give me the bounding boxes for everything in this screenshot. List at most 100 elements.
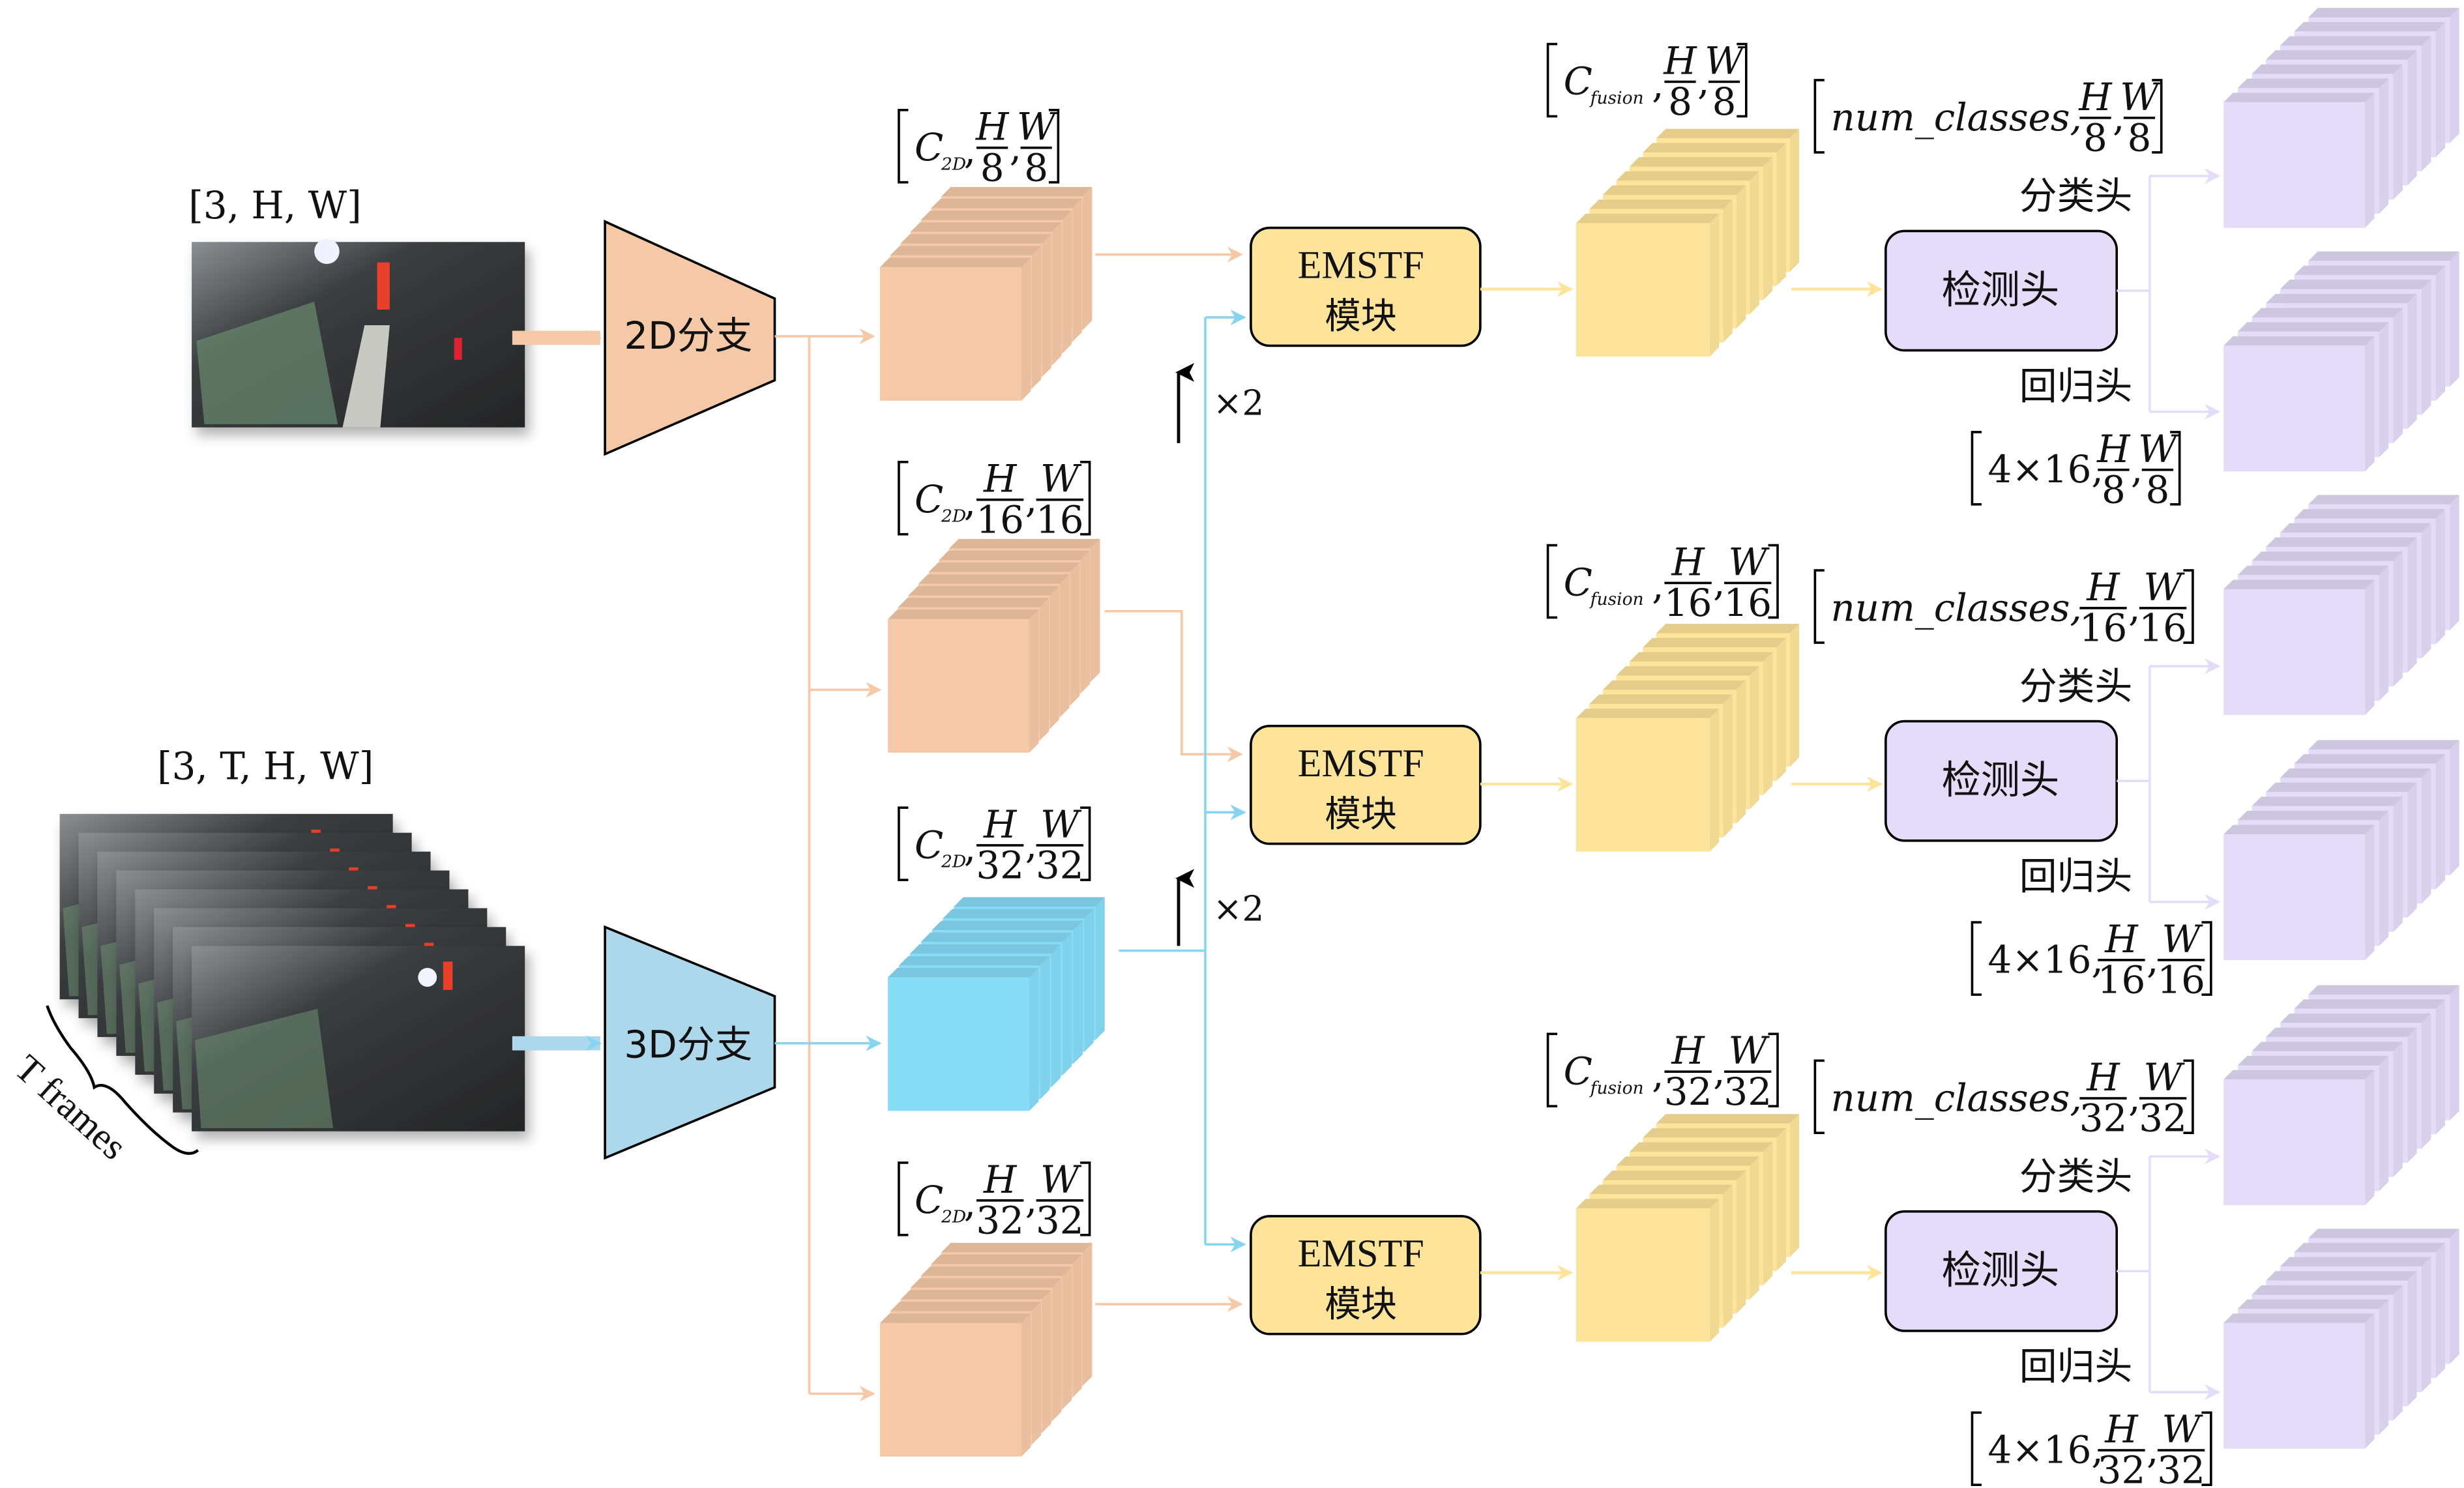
fraction-denominator: 32 xyxy=(976,843,1024,888)
emstf-blocks: EMSTF 模块 EMSTF 模块 EMSTF 模块 xyxy=(1250,226,1482,1335)
fraction-numerator: H xyxy=(2104,917,2139,961)
regression-head-label: 回归头 xyxy=(2019,364,2133,408)
tensor-prefix: 4×16, xyxy=(1988,937,2104,982)
upsample-arrow-2: ×2 xyxy=(1175,869,1264,946)
fusion-stack-32 xyxy=(1576,1114,1800,1342)
detection-head-box[interactable]: 检测头 xyxy=(1885,229,2119,352)
fraction-numerator: H xyxy=(2078,75,2113,119)
emstf-block-3[interactable]: EMSTF 模块 xyxy=(1250,1215,1482,1335)
tensor-prefix: num_classes, xyxy=(1830,95,2081,139)
regression-output-label: 4×16,H16,W16 xyxy=(1971,917,2212,1002)
fraction-numerator: W xyxy=(2143,565,2185,609)
frames-brace xyxy=(46,1005,199,1155)
detection-head-box[interactable]: 检测头 xyxy=(1885,720,2119,842)
fraction-denominator: 32 xyxy=(2157,1448,2205,1488)
svg-text:,: , xyxy=(964,480,976,525)
feature-map-layer xyxy=(1576,708,1720,852)
video-frames xyxy=(59,813,525,1131)
svg-text:,: , xyxy=(964,128,976,173)
feature-label-2d-16: C2D,H16,W16 xyxy=(898,457,1091,542)
tensor-prefix: 4×16, xyxy=(1988,447,2104,491)
feature-map-layer xyxy=(2223,824,2375,960)
fraction-denominator: 8 xyxy=(2128,115,2152,160)
branch-2d-connections xyxy=(774,328,882,1402)
svg-text:,: , xyxy=(2147,937,2158,982)
fraction-denominator: 8 xyxy=(1712,80,1737,124)
emstf-subtitle: 模块 xyxy=(1325,794,1397,836)
tensor-channel: C xyxy=(1564,1049,1592,1093)
svg-text:,: , xyxy=(2113,95,2124,139)
fraction-denominator: 8 xyxy=(1024,145,1048,190)
tensor-channel: C xyxy=(915,477,943,521)
emstf-subtitle: 模块 xyxy=(1325,1284,1397,1326)
regression-head-label: 回归头 xyxy=(2019,854,2133,898)
regression-head-label: 回归头 xyxy=(2019,1345,2133,1389)
tensor-channel-subscript: 2D xyxy=(941,506,966,526)
fraction-denominator: 32 xyxy=(1723,1070,1772,1114)
feature-label-3d-32: C2D,H32,W32 xyxy=(898,802,1091,888)
svg-text:,: , xyxy=(2128,585,2140,630)
tensor-channel: C xyxy=(915,823,943,867)
fraction-numerator: H xyxy=(2096,427,2131,471)
feature-map-layer xyxy=(888,968,1039,1111)
fraction-numerator: W xyxy=(2162,917,2203,961)
fraction-numerator: H xyxy=(983,1158,1018,1202)
feature-map-layer xyxy=(2223,336,2375,472)
fraction-numerator: W xyxy=(2120,75,2162,119)
tensor-channel: C xyxy=(915,1178,943,1222)
output-stack-cls-16 xyxy=(2223,495,2459,715)
classification-head-label: 分类头 xyxy=(2019,174,2133,218)
tensor-channel: C xyxy=(1564,59,1592,104)
fraction-denominator: 32 xyxy=(2079,1096,2128,1141)
fraction-numerator: H xyxy=(2086,1055,2120,1100)
svg-text:,: , xyxy=(1025,477,1037,521)
emstf-subtitle: 模块 xyxy=(1325,296,1397,338)
fraction-denominator: 16 xyxy=(2079,606,2128,650)
emstf-title: EMSTF xyxy=(1298,742,1424,785)
fraction-numerator: W xyxy=(1017,105,1059,149)
branch-3d-label: 3D分支 xyxy=(624,1022,752,1066)
svg-text:,: , xyxy=(1025,1178,1037,1222)
tensor-channel-subscript: fusion xyxy=(1589,589,1644,609)
feature-stacks xyxy=(880,8,2459,1457)
classification-output-label: num_classes,H8,W8 xyxy=(1813,75,2163,160)
fraction-numerator: H xyxy=(1671,540,1705,584)
fraction-denominator: 16 xyxy=(1036,497,1084,542)
fraction-numerator: W xyxy=(1728,540,1770,584)
fraction-denominator: 16 xyxy=(2157,958,2205,1002)
upsample-label-2: ×2 xyxy=(1213,889,1264,929)
output-stack-reg-32 xyxy=(2223,1229,2459,1449)
fraction-numerator: W xyxy=(1728,1028,1770,1073)
svg-text:,: , xyxy=(2147,1427,2158,1472)
fraction-denominator: 16 xyxy=(2098,958,2146,1002)
fraction-denominator: 32 xyxy=(2139,1096,2187,1141)
feature-stack-2d-8 xyxy=(880,186,1093,401)
feature-map-layer xyxy=(2223,1070,2375,1206)
feature-stack-2d-32 xyxy=(880,1242,1093,1457)
fraction-numerator: W xyxy=(2143,1055,2185,1100)
fraction-numerator: W xyxy=(1040,457,1082,501)
tensor-channel-subscript: fusion xyxy=(1589,1078,1644,1098)
fraction-denominator: 8 xyxy=(2083,115,2107,160)
frames-label: T frames xyxy=(7,1046,136,1167)
emstf-title: EMSTF xyxy=(1298,1232,1424,1276)
classification-output-label: num_classes,H32,W32 xyxy=(1813,1055,2194,1141)
tensor-channel-subscript: 2D xyxy=(941,852,966,872)
fraction-denominator: 8 xyxy=(1668,80,1692,124)
emstf-block-1[interactable]: EMSTF 模块 xyxy=(1250,226,1482,347)
fraction-numerator: H xyxy=(1671,1028,1705,1073)
fraction-numerator: H xyxy=(983,457,1018,501)
fusion-stack-8 xyxy=(1576,128,1800,357)
fraction-numerator: H xyxy=(2086,565,2120,609)
output-stack-cls-32 xyxy=(2223,985,2459,1206)
feature-stack-2d-16 xyxy=(888,538,1100,753)
emstf-block-2[interactable]: EMSTF 模块 xyxy=(1250,724,1482,845)
svg-text:,: , xyxy=(1652,1052,1664,1096)
svg-text:,: , xyxy=(1697,59,1709,104)
input-image-group: [3, H, W] xyxy=(188,183,602,428)
detection-head-box[interactable]: 检测头 xyxy=(1885,1210,2119,1332)
